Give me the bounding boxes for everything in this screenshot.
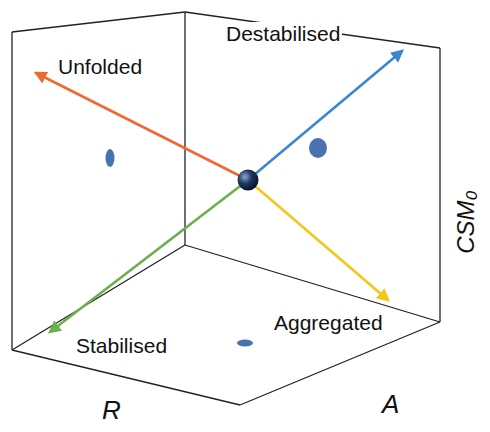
projection-dot: [106, 149, 115, 167]
frame-edge: [12, 12, 185, 32]
state-label: Destabilised: [224, 22, 342, 45]
cube-frame: [12, 12, 440, 405]
projection-dot: [309, 138, 327, 158]
axis-label: CSM₀: [453, 188, 479, 255]
frame-edge: [12, 350, 240, 405]
projection-dot: [237, 340, 253, 347]
frame-edge: [184, 12, 185, 245]
frame-edge: [439, 48, 440, 322]
state-ball: [238, 170, 259, 191]
state-label: Stabilised: [74, 334, 169, 357]
frame-edge: [240, 322, 440, 405]
axis-label: R: [100, 396, 123, 425]
frame-edge: [11, 32, 12, 350]
stabilised-arrow: [50, 180, 248, 332]
frame-edge: [185, 12, 440, 48]
state-label: Unfolded: [56, 55, 144, 78]
axis-label: A: [380, 390, 401, 419]
unfolded-arrow: [36, 73, 248, 180]
destabilised-arrow: [248, 51, 402, 180]
state-label: Aggregated: [272, 311, 385, 334]
aggregated-arrow: [248, 180, 388, 300]
